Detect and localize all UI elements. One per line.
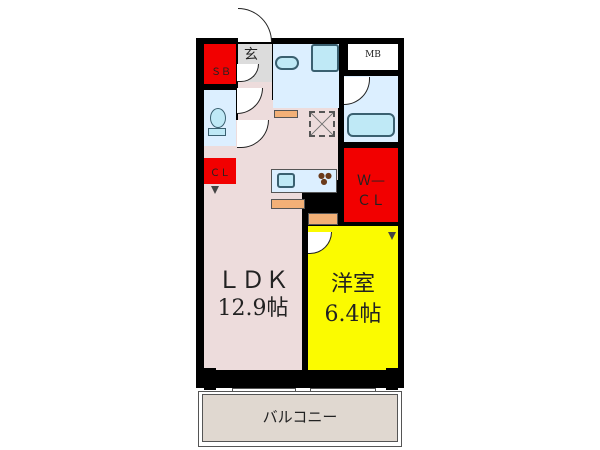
wic-door-icon[interactable] [388,232,396,240]
shoe-box [204,44,236,84]
pillar [204,368,216,390]
ldk-name: ＬＤＫ [217,266,289,294]
meter-box [348,44,398,70]
washroom-shelf [274,110,298,118]
wic-label-1: Ｗ— [357,173,385,189]
toilet-tank-icon [208,128,226,136]
western-name: 洋室 [330,272,375,297]
kitchen-shelf [271,199,305,209]
pillar [386,368,398,390]
meter-box-label: MB [365,50,381,60]
balcony [202,394,398,442]
washing-machine-icon [311,44,339,72]
toilet-icon [210,108,226,128]
shoe-box-label: ＳＢ [211,67,231,78]
western-shelf [308,213,338,225]
closet-door-icon[interactable] [211,186,219,194]
entrance-label: 玄 [244,47,258,63]
stove-icon: ●● ● [318,171,332,186]
walk-in-closet [344,148,398,222]
bathtub-icon [347,113,395,137]
ldk-size: 12.9帖 [217,296,289,321]
wic-label-2: ＣＬ [357,193,385,209]
closet-label: ＣＬ [210,168,230,179]
closet [204,158,236,184]
washbasin-icon [275,56,299,70]
balcony-label: バルコニー [262,408,338,426]
sink-icon [277,173,295,188]
room-western [308,226,398,370]
entry-door[interactable] [238,8,272,42]
storage-x-icon [309,111,335,137]
western-size: 6.4帖 [324,302,382,327]
